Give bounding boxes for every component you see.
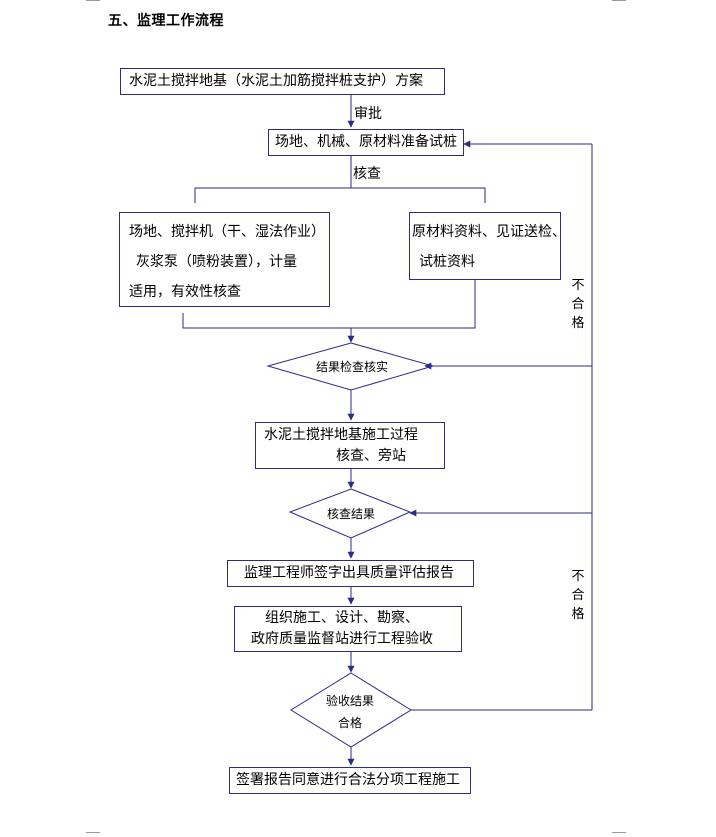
diamond-acceptance-result (290, 672, 412, 748)
page-corner-mark (86, 0, 100, 1)
connector-split (194, 187, 486, 203)
acceptance-result-line2: 合格 (338, 716, 363, 730)
step-plan: 水泥土搅拌地基（水泥土加筋搅拌桩支护）方案 (120, 68, 445, 95)
label-approve: 审批 (354, 106, 382, 122)
step-equipment-check: 场地、搅拌机（干、湿法作业） 灰浆泵（喷粉装置），计量 适用，有效性核查 (119, 212, 330, 307)
page-corner-mark (612, 0, 626, 1)
page-corner-mark (86, 832, 100, 833)
step-construction-process: 水泥土搅拌地基施工过程 核查、旁站 (255, 422, 445, 469)
connector-merge (182, 280, 476, 329)
step-quality-report: 监理工程师签字出具质量评估报告 (227, 560, 474, 587)
fail-label-lower: 不 合 格 (571, 569, 585, 622)
fail-label-upper: 不 合 格 (571, 278, 585, 331)
page-corner-mark (612, 832, 626, 833)
step-acceptance: 组织施工、设计、勘察、 政府质量监督站进行工程验收 (234, 606, 462, 652)
step-prep: 场地、机械、原材料准备试桩 (268, 129, 464, 156)
step-final-sign: 签署报告同意进行合法分项工程施工 (229, 767, 471, 794)
section-heading: 五、监理工作流程 (108, 13, 224, 29)
step-material-docs: 原材料资料、见证送检、 试桩资料 (409, 212, 566, 280)
check-result-text: 结果检查核实 (316, 360, 389, 374)
verify-result-text: 核查结果 (327, 507, 376, 521)
acceptance-result-line1: 验收结果 (326, 694, 375, 708)
label-inspect: 核查 (353, 166, 381, 182)
